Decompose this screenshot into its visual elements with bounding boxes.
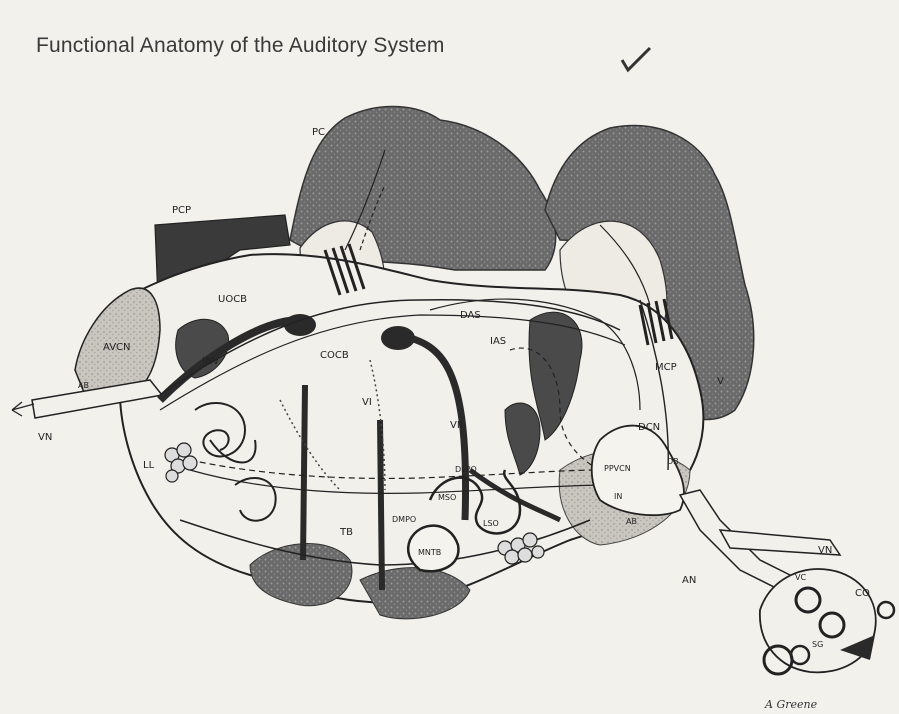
label-v: V bbox=[717, 376, 724, 387]
check-mark bbox=[622, 48, 650, 70]
label-pcp: PCP bbox=[172, 205, 191, 216]
label-db: DB bbox=[667, 457, 679, 466]
cochlea-body bbox=[760, 569, 876, 672]
label-ll: LL bbox=[143, 460, 155, 471]
artist-signature: A Greene bbox=[764, 698, 818, 711]
label-ias: IAS bbox=[490, 336, 506, 347]
label-vi: VI bbox=[362, 397, 372, 408]
label-ab-right: AB bbox=[626, 517, 637, 526]
label-in: IN bbox=[614, 492, 622, 501]
label-vc: VC bbox=[795, 573, 806, 582]
label-pc: PC bbox=[312, 127, 325, 138]
label-vii: VII bbox=[450, 420, 463, 431]
label-dmpo: DMPO bbox=[392, 515, 416, 524]
label-cocb: COCB bbox=[320, 350, 349, 361]
fiber-vii bbox=[303, 385, 305, 560]
label-dcn: DCN bbox=[638, 422, 660, 433]
label-avcn: AVCN bbox=[103, 342, 131, 353]
label-an: AN bbox=[682, 575, 696, 586]
label-sg: SG bbox=[812, 640, 823, 649]
label-mntb: MNTB bbox=[418, 548, 441, 557]
label-mcp: MCP bbox=[655, 362, 677, 373]
label-lso: LSO bbox=[483, 519, 499, 528]
label-das: DAS bbox=[460, 310, 481, 321]
label-uocb: UOCB bbox=[218, 294, 247, 305]
label-co: CO bbox=[855, 588, 870, 599]
label-mso: MSO bbox=[438, 493, 456, 502]
label-tb: TB bbox=[339, 527, 353, 538]
label-vn-left: VN bbox=[38, 432, 52, 443]
vn-left-arrow bbox=[12, 402, 34, 416]
label-ppvcn: PPVCN bbox=[604, 464, 631, 473]
label-ab-left: AB bbox=[78, 381, 89, 390]
label-vn-right: VN bbox=[818, 545, 832, 556]
fiber-cocb-bulb bbox=[381, 326, 415, 350]
label-dlpo: DLPO bbox=[455, 465, 477, 474]
label-inv: INV bbox=[202, 356, 219, 367]
